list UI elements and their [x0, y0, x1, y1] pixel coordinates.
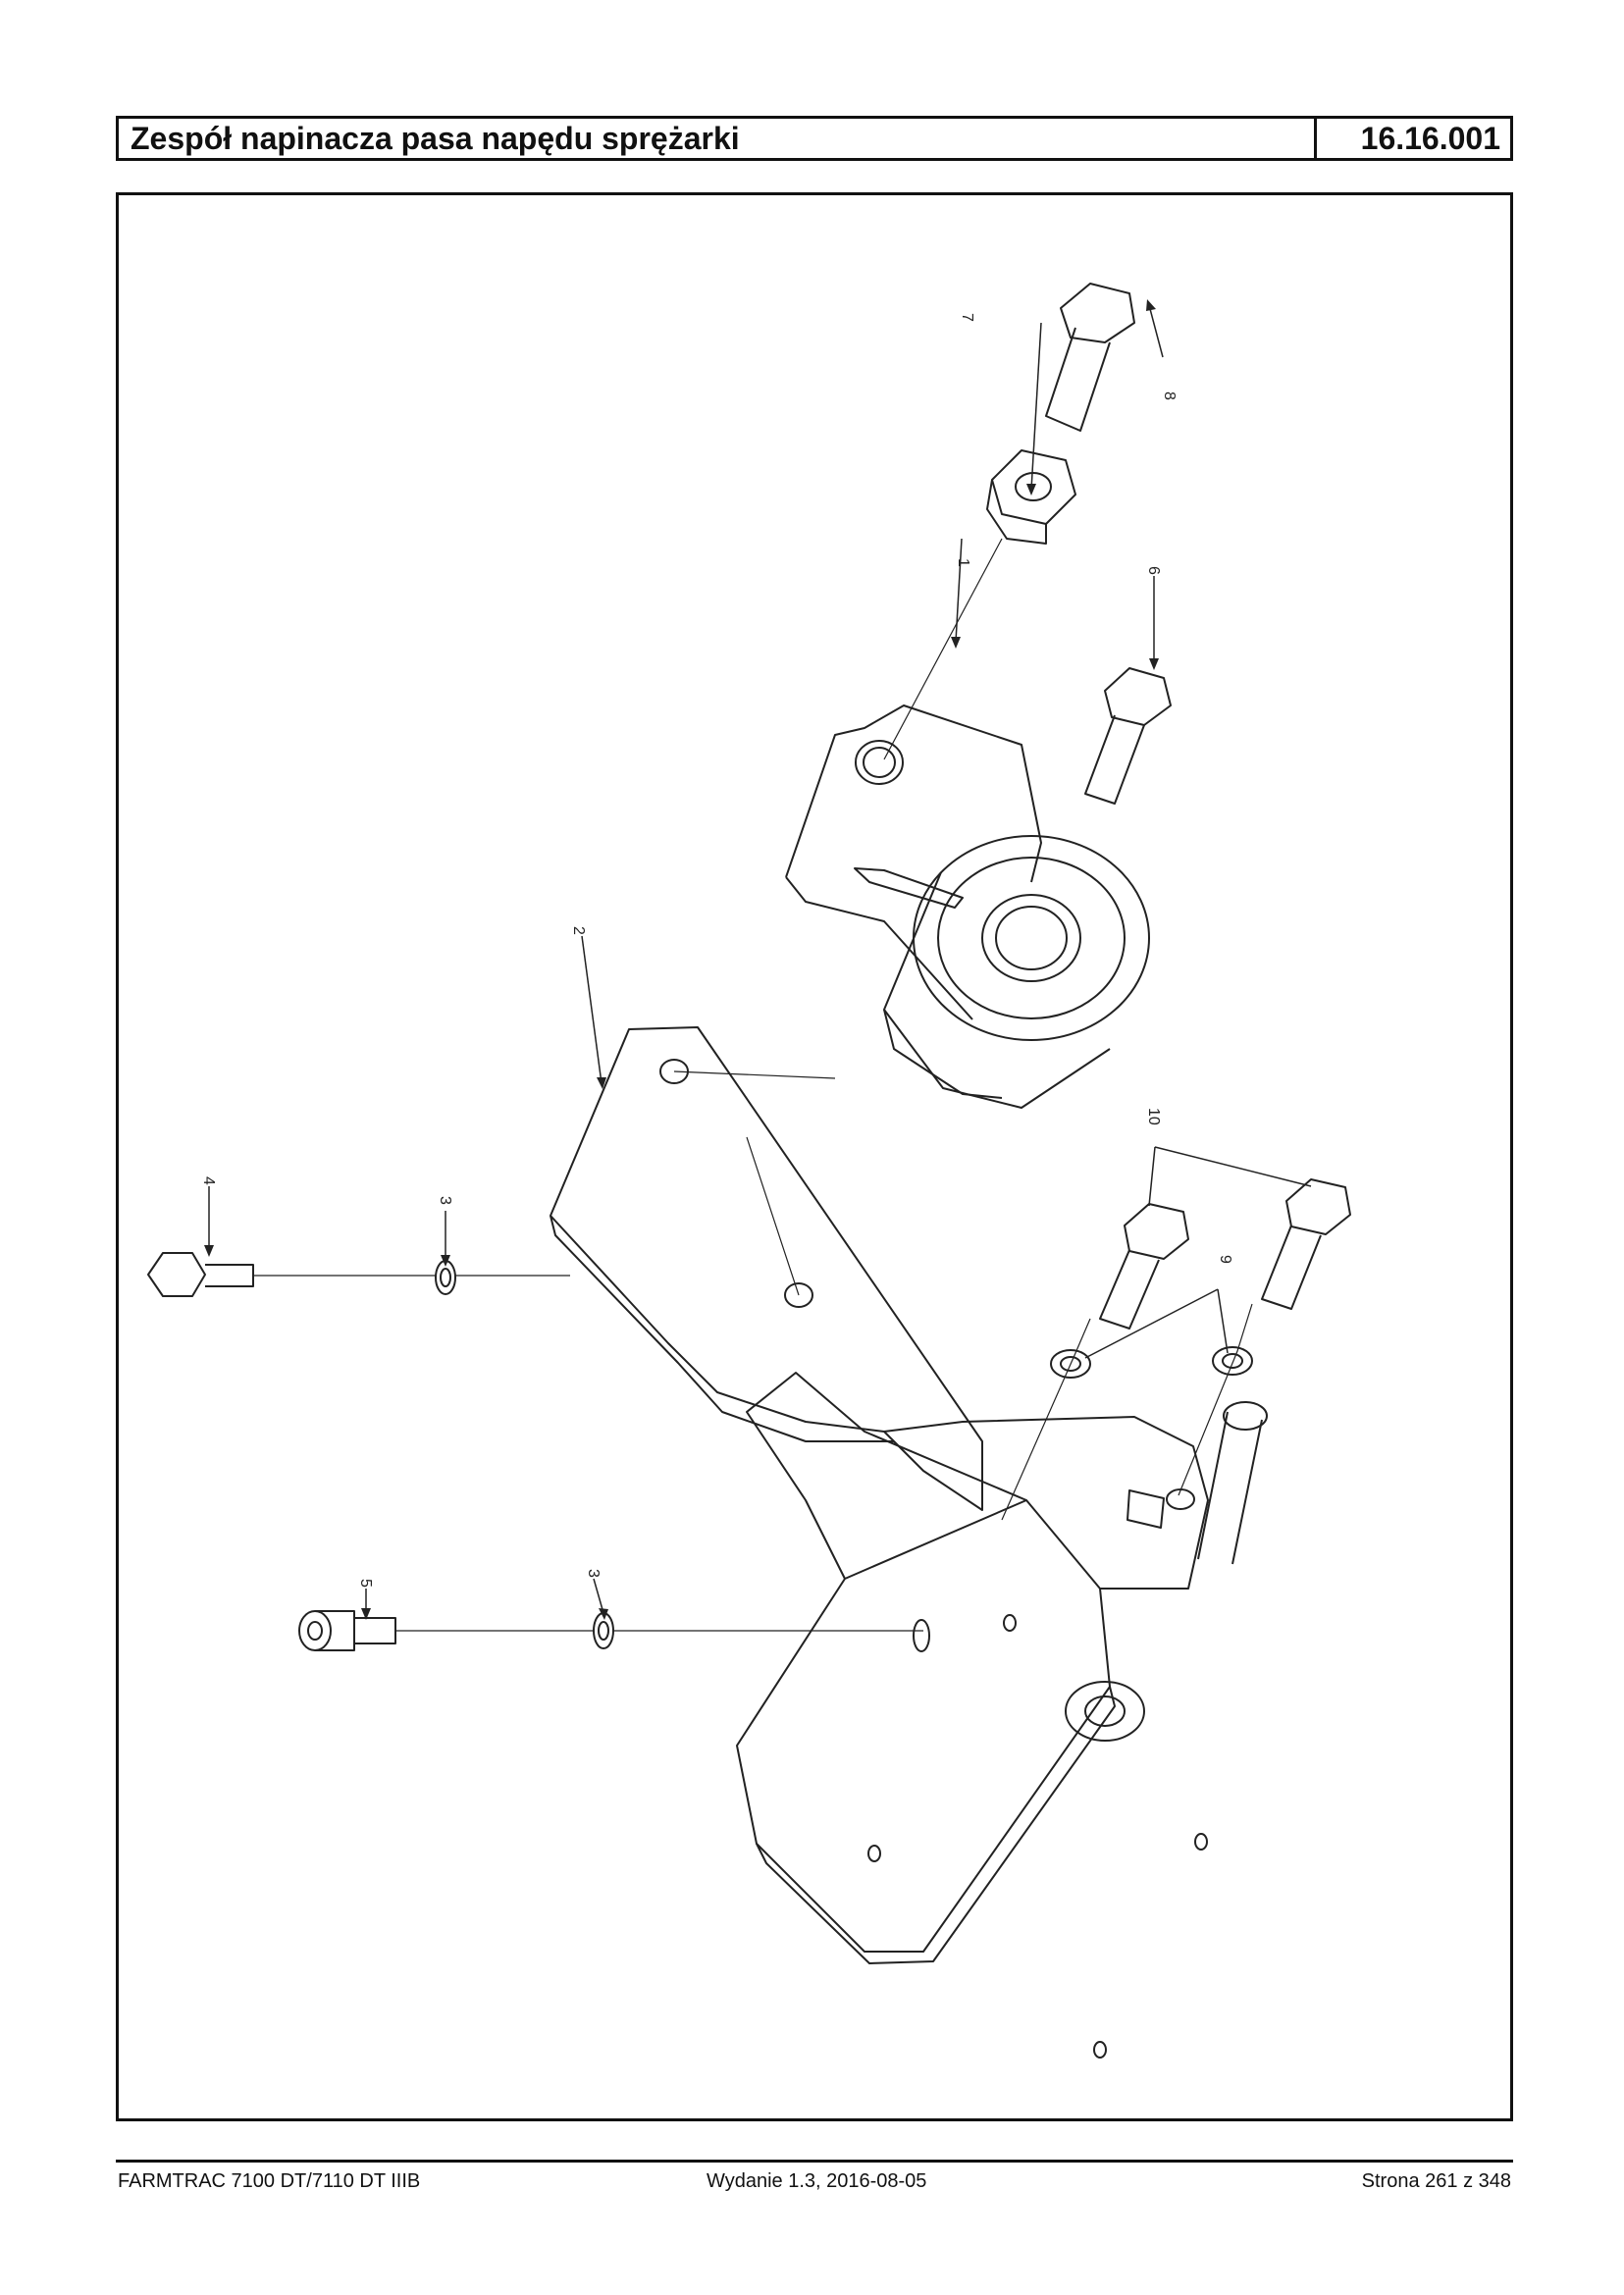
callout-6: 6 — [1145, 566, 1162, 575]
mounting-plate — [736, 1372, 1208, 2059]
callout-9: 9 — [1217, 1255, 1233, 1264]
footer-model: FARMTRAC 7100 DT/7110 DT IIIB — [118, 2170, 421, 2192]
callout-4: 4 — [200, 1176, 217, 1185]
washer-3-lower — [593, 1612, 614, 1649]
bracket-part-2 — [550, 1026, 1268, 1590]
bracket-part-1 — [785, 704, 1042, 1020]
assembly-lines — [253, 538, 1253, 1632]
callout-10: 10 — [1145, 1108, 1162, 1125]
footer-rule — [116, 2160, 1513, 2163]
callout-5: 5 — [357, 1579, 374, 1588]
callout-3-upper: 3 — [437, 1196, 453, 1205]
callout-3-lower: 3 — [585, 1569, 602, 1578]
callout-8: 8 — [1161, 391, 1178, 400]
callout-7: 7 — [959, 313, 975, 322]
bolt-10-left — [1099, 1203, 1189, 1330]
tensioner-pulley — [883, 835, 1150, 1109]
callout-2: 2 — [570, 926, 587, 935]
washer-9-right — [1212, 1346, 1253, 1376]
bolt-8 — [1045, 283, 1135, 432]
nut-7 — [986, 449, 1076, 545]
footer-edition: Wydanie 1.3, 2016-08-05 — [707, 2170, 927, 2192]
callout-leaders — [208, 304, 1312, 1614]
page-title: Zespół napinacza pasa napędu sprężarki — [119, 119, 1317, 158]
screw-5 — [298, 1610, 396, 1651]
bolt-10-right — [1261, 1178, 1351, 1310]
header-bar: Zespół napinacza pasa napędu sprężarki 1… — [116, 116, 1513, 161]
bolt-4 — [147, 1252, 254, 1297]
exploded-parts-diagram: 1 2 3 3 4 5 6 7 8 9 10 — [147, 283, 1351, 2059]
footer: FARMTRAC 7100 DT/7110 DT IIIB Wydanie 1.… — [116, 2170, 1513, 2198]
callout-1: 1 — [955, 558, 971, 567]
washer-9-left — [1050, 1349, 1091, 1379]
footer-page-number: Strona 261 z 348 — [1361, 2170, 1511, 2192]
bolt-6 — [1084, 667, 1172, 805]
drawing-frame: 1 2 3 3 4 5 6 7 8 9 10 — [116, 192, 1513, 2121]
section-code: 16.16.001 — [1360, 121, 1500, 156]
